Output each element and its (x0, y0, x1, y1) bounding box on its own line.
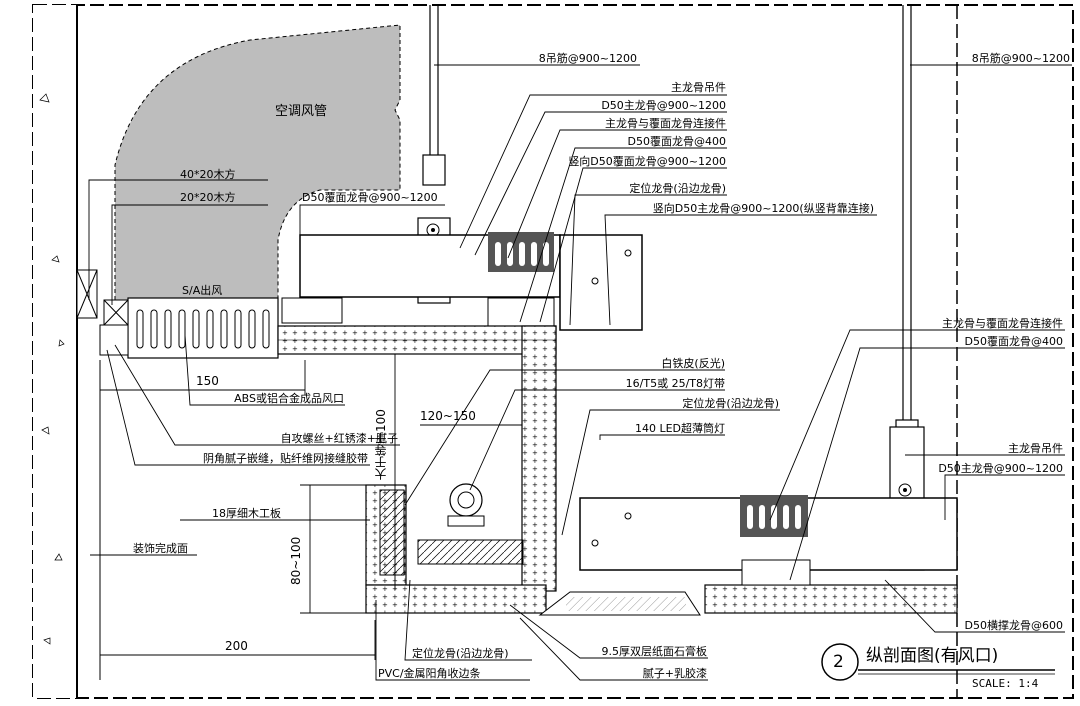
connector-left-label: 主龙骨与覆面龙骨连接件 (605, 117, 726, 130)
hanger-right-label: 8吊筋@900~1200 (971, 52, 1070, 65)
duct-label: 空调风管 (275, 104, 328, 119)
dim-gt100: 大于等于100 (374, 409, 388, 480)
cover-400-left-label: D50覆面龙骨@400 (627, 135, 726, 148)
lamp-strip-label: 16/T5或 25/T8灯带 (625, 377, 725, 390)
screw-label: 自攻螺丝+红锈漆+腻子 (280, 432, 398, 445)
finish-face-label: 装饰完成面 (133, 542, 188, 555)
dim-200: 200 (225, 639, 248, 653)
cross-brace-label: D50横撑龙骨@600 (964, 619, 1063, 632)
abs-outlet-label: ABS或铝合金成品风口 (234, 392, 344, 405)
plywood-label: 18厚细木工板 (212, 507, 281, 520)
sa-outlet-label: S/A出风 (182, 284, 223, 297)
edge-keel-bottom-label: 定位龙骨(沿边龙骨) (412, 647, 509, 660)
putty-paint-label: 腻子+乳胶漆 (642, 667, 707, 680)
vertical-main-label: 竖向D50主龙骨@900~1200(纵竖背靠连接) (652, 202, 874, 215)
corner-putty-label: 阴角腻子嵌缝，贴纤维网接缝胶带 (203, 452, 368, 465)
gypsum-label: 9.5厚双层纸面石膏板 (601, 645, 708, 658)
wood-40-label: 40*20木方 (180, 168, 236, 181)
dim-150: 150 (196, 374, 219, 388)
left-wall (33, 5, 78, 698)
pvc-edge-label: PVC/金属阳角收边条 (378, 667, 481, 680)
drawing-scale: SCALE: 1:4 (972, 677, 1039, 690)
edge-keel-mid-label: 定位龙骨(沿边龙骨) (682, 397, 779, 410)
main-d50-right-label: D50主龙骨@900~1200 (938, 462, 1063, 475)
connector-right-label: 主龙骨与覆面龙骨连接件 (942, 317, 1063, 330)
dim-120-150: 120~150 (420, 409, 476, 423)
main-d50-left-label: D50主龙骨@900~1200 (601, 99, 726, 112)
led-label: 140 LED超薄筒灯 (634, 422, 725, 435)
edge-keel-top-label: 定位龙骨(沿边龙骨) (629, 182, 726, 195)
main-hanger-right-label: 主龙骨吊件 (1008, 442, 1063, 455)
wood-20-label: 20*20木方 (180, 191, 236, 204)
duct-shape (114, 24, 401, 301)
drawing-number: 2 (833, 652, 844, 672)
dim-80-100: 80~100 (289, 536, 303, 585)
white-iron-label: 白铁皮(反光) (661, 357, 725, 370)
hanger-left-label: 8吊筋@900~1200 (538, 52, 637, 65)
main-hanger-left-label: 主龙骨吊件 (671, 81, 726, 94)
cover-box-label: D50覆面龙骨@900~1200 (302, 191, 438, 204)
drawing-title: 纵剖面图(有风口) (866, 646, 999, 666)
cover-400-right-label: D50覆面龙骨@400 (964, 335, 1063, 348)
vertical-cover-label: 竖向D50覆面龙骨@900~1200 (568, 155, 726, 168)
